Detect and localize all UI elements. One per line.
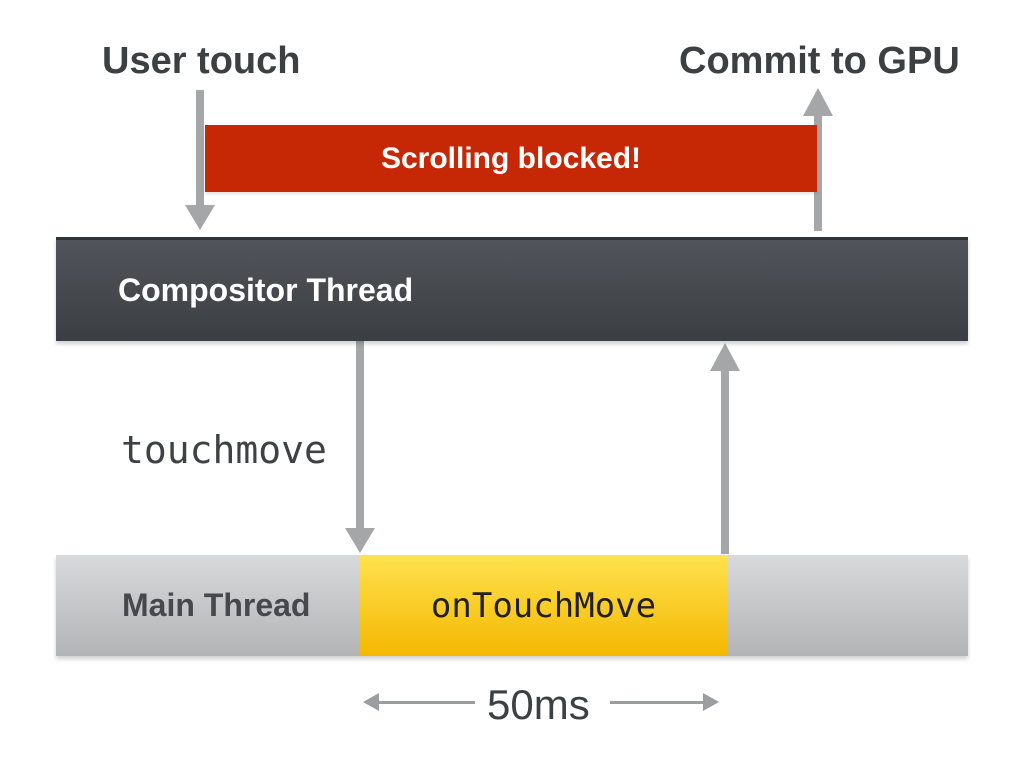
compositor-thread-label: Compositor Thread (118, 272, 414, 308)
touchmove-event-label: touchmove (121, 428, 327, 472)
arrow-head-down-icon (345, 528, 375, 553)
duration-label: 50ms (487, 681, 590, 728)
arrow-shaft (377, 701, 475, 704)
ontouchmove-busy-segment: onTouchMove (360, 555, 727, 656)
arrow-shaft (721, 369, 729, 554)
compositor-thread-bar: Compositor Thread (56, 237, 968, 341)
arrow-head-down-icon (185, 205, 215, 230)
main-thread-bar: Main Thread onTouchMove (56, 555, 968, 656)
arrow-shaft (196, 90, 204, 207)
user-touch-label: User touch (102, 40, 301, 82)
ontouchmove-handler-label: onTouchMove (430, 585, 657, 626)
scrolling-blocked-banner: Scrolling blocked! (205, 125, 817, 192)
arrow-shaft (814, 114, 822, 231)
arrow-head-left-icon (363, 693, 379, 711)
arrow-shaft (356, 340, 364, 530)
main-thread-label: Main Thread (122, 587, 311, 623)
arrow-head-up-icon (803, 88, 833, 116)
arrow-head-up-icon (710, 343, 740, 371)
arrow-head-right-icon (703, 693, 719, 711)
arrow-shaft (610, 701, 704, 704)
commit-to-gpu-label: Commit to GPU (679, 40, 960, 82)
scrolling-blocked-text: Scrolling blocked! (380, 141, 642, 175)
